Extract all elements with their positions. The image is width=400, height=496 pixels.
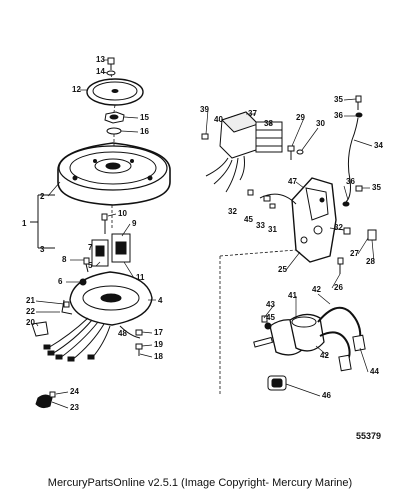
ground-wire: [342, 117, 359, 207]
mounting-bracket: [247, 177, 377, 274]
callout-24: 24: [70, 387, 79, 396]
flywheel: [57, 142, 171, 206]
callout-48: 48: [118, 329, 127, 338]
callout-38: 38: [264, 119, 273, 128]
callout-1: 1: [22, 219, 27, 228]
switch-box: [205, 111, 259, 193]
flywheel-washer: [106, 127, 122, 135]
top-screw: [107, 57, 115, 70]
callout-27: 27: [350, 249, 359, 258]
callout-39: 39: [200, 105, 209, 114]
callout-4: 4: [158, 296, 163, 305]
callout-45-lower: 45: [266, 313, 275, 322]
callout-leaders: [35, 59, 375, 409]
callout-16: 16: [140, 127, 149, 136]
callout-20: 20: [26, 318, 35, 327]
callout-19: 19: [154, 340, 163, 349]
callout-labels: 13 14 12 15 16 2 1 3 10 9 7 8 5 11 6 4 2…: [22, 55, 383, 412]
callout-32-right: 32: [334, 223, 343, 232]
callout-37: 37: [248, 109, 257, 118]
callout-41: 41: [288, 291, 297, 300]
footer-copyright: MercuryPartsOnline v2.5.1 (Image Copyrig…: [47, 477, 353, 489]
callout-31: 31: [268, 225, 277, 234]
callout-42-lower: 42: [320, 351, 329, 360]
callout-29: 29: [296, 113, 305, 122]
callout-18: 18: [154, 352, 163, 361]
rectifier: [255, 121, 283, 153]
callout-46: 46: [322, 391, 331, 400]
callout-23: 23: [70, 403, 79, 412]
callout-35-right: 35: [372, 183, 381, 192]
callout-2: 2: [40, 192, 45, 201]
flywheel-nut: [104, 111, 125, 124]
callout-8: 8: [62, 255, 67, 264]
callout-33: 33: [256, 221, 265, 230]
callout-12: 12: [72, 85, 81, 94]
callout-36-right: 36: [346, 177, 355, 186]
callout-9: 9: [132, 219, 137, 228]
callout-25: 25: [278, 265, 287, 274]
callout-3: 3: [40, 245, 45, 254]
group-bracket: [30, 194, 55, 249]
callout-32-left: 32: [228, 207, 237, 216]
callout-36-top: 36: [334, 111, 343, 120]
rubber-boot: [267, 375, 287, 391]
spark-plug-leads: [317, 306, 366, 372]
callout-10: 10: [118, 209, 127, 218]
callout-22: 22: [26, 307, 35, 316]
plate-hardware: [61, 213, 108, 315]
callout-6: 6: [58, 277, 63, 286]
stator-wire-harness: [43, 317, 141, 362]
callout-26: 26: [334, 283, 343, 292]
small-screws-right-top: [201, 95, 363, 160]
diagram-number: 55379: [356, 431, 382, 441]
callout-34: 34: [374, 141, 383, 150]
callout-40: 40: [214, 115, 223, 124]
callout-14: 14: [96, 67, 105, 76]
callout-28: 28: [366, 257, 375, 266]
callout-15: 15: [140, 113, 149, 122]
callout-21: 21: [26, 296, 35, 305]
callout-44: 44: [370, 367, 379, 376]
stator-plate: [69, 271, 153, 326]
callout-11: 11: [136, 273, 145, 282]
callout-13: 13: [96, 55, 105, 64]
callout-45: 45: [244, 215, 253, 224]
bracket-and-screws-lower-left: [31, 321, 143, 356]
callout-43: 43: [266, 300, 275, 309]
callout-42-top: 42: [312, 285, 321, 294]
ignition-coil-pack: [91, 233, 131, 267]
callout-35-top: 35: [334, 95, 343, 104]
callout-7: 7: [88, 243, 93, 252]
terminal-clip: [35, 391, 56, 409]
callout-5: 5: [88, 261, 93, 270]
callout-17: 17: [154, 328, 163, 337]
leader-lines: [110, 73, 297, 394]
callout-30: 30: [316, 119, 325, 128]
callout-47: 47: [288, 177, 297, 186]
ignition-coils: [253, 313, 325, 356]
flywheel-cover-plate: [86, 78, 144, 106]
